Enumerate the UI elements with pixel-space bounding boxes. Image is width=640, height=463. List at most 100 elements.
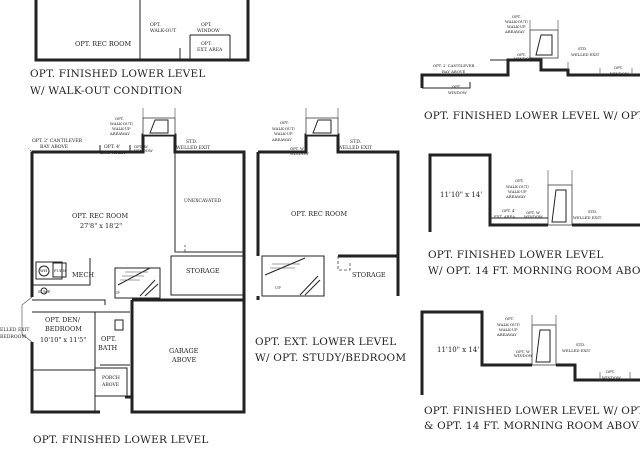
walkout-rec-room-label: OPT. REC ROOM [75,40,131,48]
morning-plan: 11'10" x 14' OPT. WALK-OUT/ WALK-UP AREA… [428,153,640,232]
walkout-ext-opt-label: OPT. [201,41,212,47]
caption-study-line2: W/ OPT. STUDY/BEDROOM [255,352,406,364]
combo-walkup-line3: WALK-UP [499,327,518,332]
study-optw-line1: OPT. W [290,146,304,151]
four-window2-line1: OPT. [452,84,461,89]
combo-walkup-line4: AREAWAY [496,332,517,337]
walkout-opt-label: OPT. [150,22,161,28]
morning-walkup-line1: OPT. [515,178,524,183]
combo-plan: 11'10" x 14' OPT. WALK-OUT/ WALK-UP AREA… [420,310,640,395]
study-up-label: UP [275,285,281,290]
caption-main: OPT. FINISHED LOWER LEVEL [33,434,209,446]
four-cantilever-line2: BAY ABOVE [442,69,465,74]
four-optw-line2: WINDOW [514,56,533,61]
combo-std-exit-line1: STD. [576,342,585,347]
main-plan: OPT. REC ROOM 27'8" x 18'2" UNEXCAVATED … [0,108,246,414]
main-up-label: UP [114,290,120,295]
four-std-exit-line1: STD. [578,46,587,51]
caption-morning-line2: W/ OPT. 14 FT. MORNING ROOM ABOVE [428,265,640,277]
wh-label: WH [40,268,48,273]
caption-study-line1: OPT. EXT. LOWER LEVEL [255,336,396,348]
four-walkup-line3: WALK-UP [507,24,526,29]
caption-walkout-line1: OPT. FINISHED LOWER LEVEL [30,68,206,80]
study-std-exit-line1: STD. [350,139,362,145]
main-optw-line2: WINDOW [134,148,153,153]
four-window2-line2: WINDOW [448,90,467,95]
walkout-window-opt-label: OPT. [201,22,212,28]
combo-dim-label: 11'10" x 14' [437,346,479,354]
study-walkup-line3: WALK-UP [274,131,293,136]
combo-optw-line2: WINDOW [514,353,533,358]
study-walkup-line2: WALK-OUT/ [272,126,296,131]
morning-dim-label: 11'10" x 14' [440,191,482,199]
morning-optw-line1: OPT. W [526,210,540,215]
bath-label-line2: BATH [98,344,117,352]
study-walkup-line4: AREAWAY [271,137,292,142]
four-std-exit-line2: WELLED EXIT [571,52,600,57]
main-storage-label: STORAGE [186,267,220,275]
four-window3-line1: OPT. [614,65,623,70]
four-walkup-line2: WALK-OUT/ [505,19,529,24]
left-exit-line1: ELLED EXIT [0,327,30,333]
main-ext-line2: EXT. AREA [100,150,126,156]
den-dim-label: 10'10" x 11'5" [40,336,86,344]
porch-label-line2: ABOVE [101,382,119,388]
unexcavated-label: UNEXCAVATED [184,198,222,204]
combo-walkup-line2: WALK-OUT/ [497,322,521,327]
morning-ext-line1: OPT. 4' [502,208,516,213]
study-std-exit-line2: WELLED EXIT [338,145,373,151]
main-std-exit-line2: WELLED EXIT [176,145,211,151]
study-storage-label: STORAGE [352,271,386,279]
main-std-exit-line1: STD. [186,139,198,145]
mech-label: MECH [72,271,94,279]
main-cantilever-line2: BAY ABOVE [40,144,68,150]
caption-morning-line1: OPT. FINISHED LOWER LEVEL [428,249,604,261]
combo-walkup-line1: OPT. [505,316,514,321]
study-plan: OPT. REC ROOM STORAGE UP OPT. WALK-OUT/ … [256,108,400,300]
study-walkup-line1: OPT. [280,120,289,125]
garage-label-line2: ABOVE [171,356,197,364]
morning-walkup-line2: WALK-OUT/ [506,184,530,189]
main-rec-dim-label: 27'8" x 18'2" [80,222,122,230]
morning-std-exit-line2: WELLED EXIT [573,215,602,220]
walkout-window-label: WINDOW [197,28,220,34]
combo-window2-line2: WINDOW [602,375,621,380]
study-rec-room-label: OPT. REC ROOM [291,210,347,218]
porch-label-line1: PORCH [102,375,120,381]
walkout-label: WALK-OUT [150,28,177,34]
caption-four-ft: OPT. FINISHED LOWER LEVEL W/ OPT. 4 FT. … [424,110,640,122]
garage-label-line1: GARAGE [169,347,199,355]
four-walkup-line4: AREAWAY [504,29,525,34]
bath-label-line1: OPT. [101,335,116,343]
four-ft-plan: OPT. WALK-OUT/ WALK-UP AREAWAY OPT. WIND… [420,14,640,95]
caption-combo-line1: OPT. FINISHED LOWER LEVEL W/ OPT. 4 FT. … [424,405,640,417]
four-window3-line2: WINDOW [610,71,629,76]
main-walkup-line4: AREAWAY [109,131,130,136]
morning-walkup-line3: WALK-UP [508,189,527,194]
caption-walkout-line2: W/ WALK-OUT CONDITION [30,85,182,97]
main-optw-line1: OPT. W [134,144,148,149]
sump-label: SUMP [38,289,51,294]
morning-ext-line2: EXT. AREA [494,214,515,219]
four-cantilever-line1: OPT. 2' CANTILEVER [433,63,475,68]
four-optw-line1: OPT. [517,52,526,57]
main-walkup-line1: OPT. [115,116,124,121]
combo-optw-line1: OPT. W [516,349,530,354]
caption-combo-line2: & OPT. 14 FT. MORNING ROOM ABOVE [424,420,640,432]
walkout-ext-label: EXT. AREA [197,47,223,53]
furn-label: FURN [54,268,67,273]
main-rec-room-label: OPT. REC ROOM [72,212,128,220]
morning-walkup-line4: AREAWAY [505,194,526,199]
main-walkup-line2: WALK-OUT/ [110,121,134,126]
study-optw-line2: WINDOW [290,151,309,156]
morning-std-exit-line1: STD. [588,209,597,214]
left-exit-line2: BEDROOM [0,334,26,340]
combo-window2-line1: OPT. [606,369,615,374]
main-ext-line1: OPT. 4' [104,144,120,150]
main-cantilever-line1: OPT. 2' CANTILEVER [32,138,83,144]
main-walkup-line3: WALK-UP [112,126,131,131]
den-label-line2: BEDROOM [45,325,82,333]
four-walkup-line1: OPT. [512,14,521,19]
walkout-plan: OPT. REC ROOM OPT. WALK-OUT OPT. WINDOW … [34,0,250,62]
